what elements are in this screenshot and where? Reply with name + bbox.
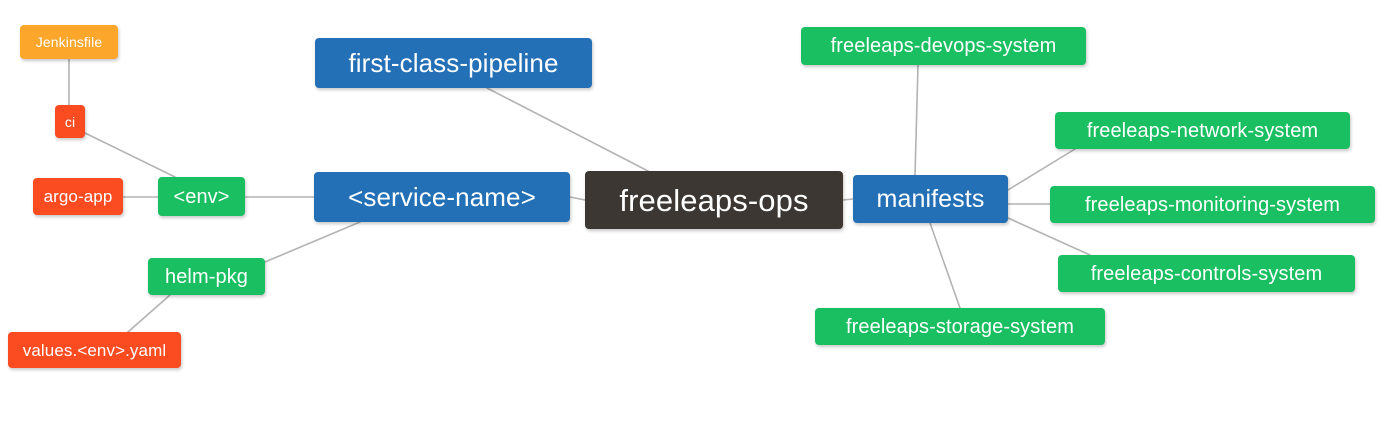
edge-helm-pkg-to-values-yaml [127, 294, 171, 333]
mindmap-node-freeleaps-controls-system[interactable]: freeleaps-controls-system [1058, 255, 1355, 292]
mindmap-node-freeleaps-network-system[interactable]: freeleaps-network-system [1055, 112, 1350, 149]
edge-freeleaps-ops-to-service-name [569, 196, 586, 201]
mindmap-node-label: freeleaps-network-system [1086, 119, 1319, 142]
mindmap-node-service-name[interactable]: <service-name> [314, 172, 570, 222]
mindmap-node-label: helm-pkg [164, 265, 249, 288]
mindmap-node-freeleaps-ops[interactable]: freeleaps-ops [585, 171, 843, 229]
mindmap-node-freeleaps-devops-system[interactable]: freeleaps-devops-system [801, 27, 1086, 65]
mindmap-node-argo-app[interactable]: argo-app [33, 178, 123, 215]
mindmap-node-label: ci [64, 113, 76, 130]
mindmap-node-label: freeleaps-monitoring-system [1084, 193, 1340, 216]
mindmap-node-env[interactable]: <env> [158, 177, 245, 216]
mindmap-node-helm-pkg[interactable]: helm-pkg [148, 258, 265, 295]
mindmap-node-values-yaml[interactable]: values.<env>.yaml [8, 332, 181, 368]
mindmap-node-label: freeleaps-controls-system [1090, 262, 1323, 285]
mindmap-node-label: <service-name> [348, 182, 536, 212]
mindmap-node-freeleaps-storage-system[interactable]: freeleaps-storage-system [815, 308, 1105, 345]
mindmap-node-label: Jenkinsfile [35, 34, 103, 50]
edge-manifests-to-freeleaps-storage-system [929, 222, 961, 309]
edge-manifests-to-freeleaps-network-system [1007, 148, 1076, 191]
edge-manifests-to-freeleaps-controls-system [1007, 217, 1091, 256]
mindmap-node-manifests[interactable]: manifests [853, 175, 1008, 223]
edge-freeleaps-ops-to-first-class-pipeline [486, 87, 649, 172]
edge-manifests-to-freeleaps-devops-system [914, 64, 919, 176]
mindmap-node-label: manifests [876, 184, 985, 213]
mindmap-node-label: first-class-pipeline [348, 48, 559, 78]
mindmap-node-label: freeleaps-storage-system [845, 315, 1075, 338]
mindmap-node-label: freeleaps-devops-system [830, 35, 1057, 57]
mindmap-node-label: freeleaps-ops [619, 182, 809, 218]
mindmap-node-ci[interactable]: ci [55, 105, 85, 138]
mindmap-node-jenkinsfile[interactable]: Jenkinsfile [20, 25, 118, 59]
mindmap-node-first-class-pipeline[interactable]: first-class-pipeline [315, 38, 592, 88]
mindmap-node-label: values.<env>.yaml [22, 340, 167, 360]
mindmap-node-freeleaps-monitoring-system[interactable]: freeleaps-monitoring-system [1050, 186, 1375, 223]
mindmap-node-label: <env> [173, 185, 230, 208]
edge-freeleaps-ops-to-manifests [842, 198, 854, 201]
edge-service-name-to-helm-pkg [264, 221, 361, 263]
edge-env-to-ci [84, 132, 176, 178]
mindmap-node-label: argo-app [43, 187, 113, 206]
